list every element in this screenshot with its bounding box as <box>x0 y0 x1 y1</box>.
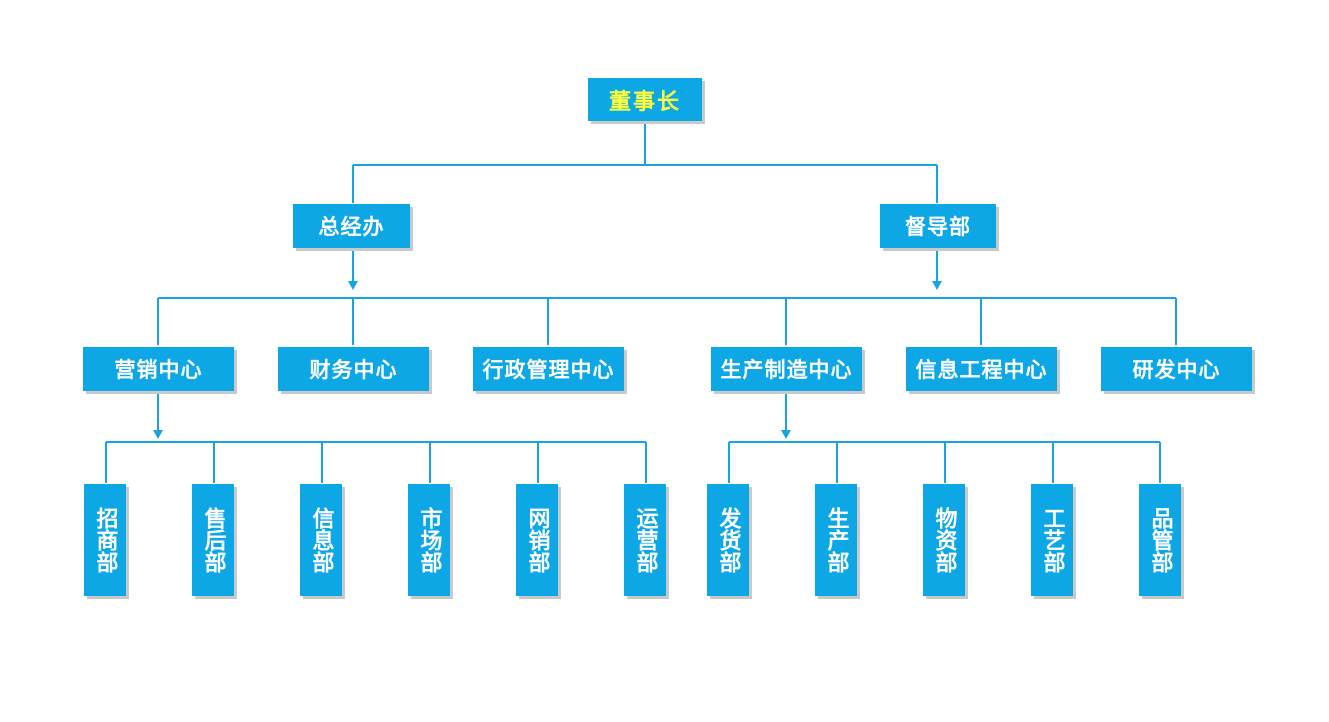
arrow-icon <box>932 281 942 290</box>
node-dept-shipping: 发货部 <box>707 484 749 596</box>
node-production-center: 生产制造中心 <box>711 347 862 391</box>
node-supervision-dept: 督导部 <box>880 204 996 248</box>
node-info-eng-center: 信息工程中心 <box>906 347 1057 391</box>
node-dept-market: 市场部 <box>408 484 450 596</box>
node-marketing-center: 营销中心 <box>83 347 234 391</box>
node-dept-materials: 物资部 <box>923 484 965 596</box>
node-dept-quality: 品管部 <box>1139 484 1181 596</box>
node-admin-center: 行政管理中心 <box>473 347 624 391</box>
node-general-office: 总经办 <box>293 204 410 248</box>
arrow-icon <box>153 430 163 439</box>
node-finance-center: 财务中心 <box>278 347 429 391</box>
node-dept-production: 生产部 <box>815 484 857 596</box>
node-dept-information: 信息部 <box>300 484 342 596</box>
node-dept-operations: 运营部 <box>624 484 666 596</box>
node-dept-process: 工艺部 <box>1031 484 1073 596</box>
node-dept-online-sales: 网销部 <box>516 484 558 596</box>
node-dept-after-sales: 售后部 <box>192 484 234 596</box>
arrow-icon <box>348 281 358 290</box>
node-rd-center: 研发中心 <box>1101 347 1252 391</box>
arrow-icon <box>781 430 791 439</box>
node-dept-investment: 招商部 <box>84 484 126 596</box>
node-chairman: 董事长 <box>588 78 702 121</box>
